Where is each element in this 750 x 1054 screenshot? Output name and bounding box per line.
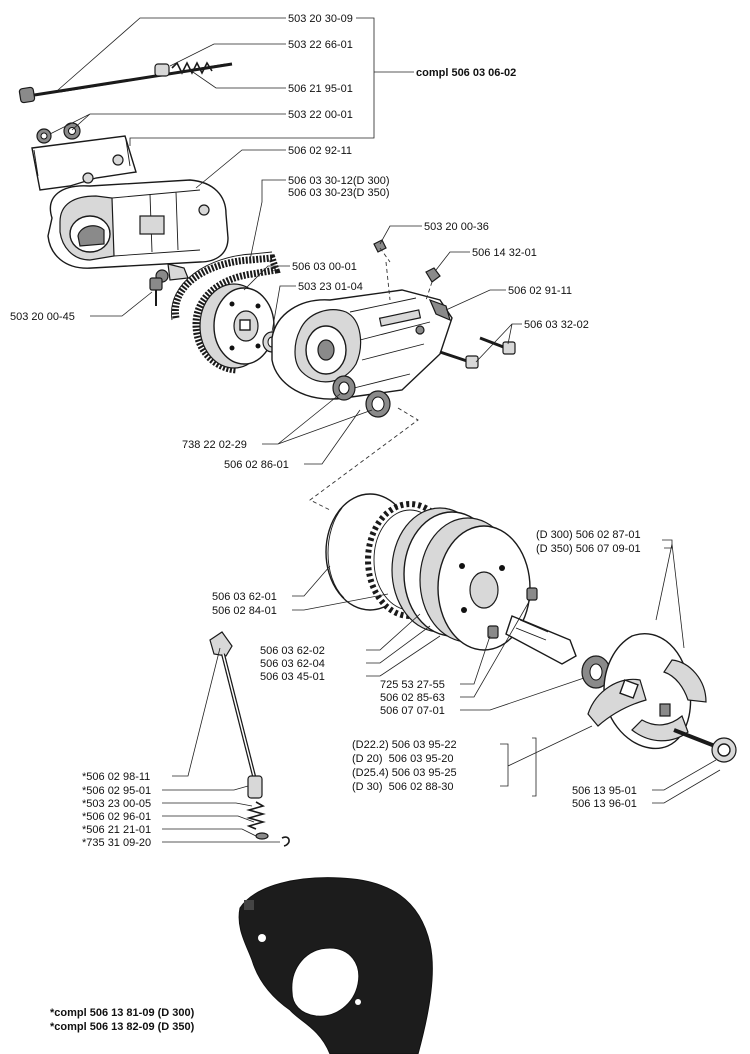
label-variant-3: (D25.4) 506 03 95-25 <box>352 767 457 779</box>
belt-cover <box>47 179 229 283</box>
label-housing: 506 02 91-11 <box>508 285 572 297</box>
label-variant-4: (D 30) 506 02 88-30 <box>352 781 454 793</box>
variant-bracket <box>532 737 537 797</box>
label-blade-bolt-2: 506 13 96-01 <box>572 798 637 810</box>
mounting-bracket <box>31 122 137 191</box>
label-compl-top: compl 506 03 06-02 <box>416 67 516 79</box>
drive-shaft <box>505 615 577 665</box>
label-blade-bolt-1: 506 13 95-01 <box>572 785 637 797</box>
blade-guard <box>238 877 433 1054</box>
label-spindle-1: *506 02 98-11 <box>82 771 150 783</box>
label-bearing: 738 22 02-29 <box>182 439 247 451</box>
label-spindle-6: *735 31 09-20 <box>82 837 151 849</box>
label-spindle-2: *506 02 95-01 <box>82 785 151 797</box>
long-bolt <box>18 62 233 104</box>
side-screw <box>149 277 163 306</box>
label-disc-2: 506 02 84-01 <box>212 605 277 617</box>
bearing-pair <box>332 375 391 418</box>
label-variant-1: (D22.2) 506 03 95-22 <box>352 739 457 751</box>
label-spindle-4: *506 02 96-01 <box>82 811 151 823</box>
assembly-guide-line <box>309 407 419 511</box>
label-sleeve: 506 21 95-01 <box>288 83 353 95</box>
label-screw-top: 506 14 32-01 <box>472 247 537 259</box>
label-spindle-5: *506 21 21-01 <box>82 824 151 836</box>
drive-housing <box>271 289 453 400</box>
drive-belt <box>171 251 281 374</box>
label-guard-d350: *compl 506 13 82-09 (D 350) <box>50 1021 195 1033</box>
drive-hub <box>199 283 275 369</box>
label-housing-bolts: 506 03 32-02 <box>524 319 589 331</box>
label-belt-300: 506 03 30-12(D 300) <box>288 175 390 187</box>
label-belt-350: 506 03 30-23(D 350) <box>288 187 390 199</box>
label-washer-top: 503 22 00-01 <box>288 109 353 121</box>
spring-sleeve <box>154 61 213 77</box>
label-disc-1: 506 03 62-01 <box>212 591 277 603</box>
pulley-bolts <box>487 587 538 639</box>
label-side-screw: 503 20 00-45 <box>10 311 75 323</box>
label-guard-d300: *compl 506 13 81-09 (D 300) <box>50 1007 195 1019</box>
label-pulley-2: 506 03 62-04 <box>260 658 325 670</box>
label-spindle-3: *503 23 00-05 <box>82 798 151 810</box>
part-labels: 503 20 30-09 503 22 66-01 506 21 95-01 5… <box>10 13 641 1033</box>
label-screw-36: 503 20 00-36 <box>424 221 489 233</box>
label-variant-2: (D 20) 506 03 95-20 <box>352 753 454 765</box>
housing-bolts <box>439 336 516 369</box>
label-hub: 506 03 00-01 <box>292 261 357 273</box>
label-spring: 503 22 66-01 <box>288 39 353 51</box>
label-pulley-3: 506 03 45-01 <box>260 671 325 683</box>
label-shaft-2: 506 02 85-63 <box>380 692 445 704</box>
label-cover: 506 02 92-11 <box>288 145 352 157</box>
leader-lines <box>49 17 721 843</box>
adjust-spindle <box>209 631 290 847</box>
label-spacer: 503 23 01-04 <box>298 281 363 293</box>
cutting-blade <box>587 633 707 750</box>
label-shaft-3: 506 07 07-01 <box>380 705 445 717</box>
label-bolt: 503 20 30-09 <box>288 13 353 25</box>
top-screw-pair <box>373 239 441 301</box>
blade-bolt <box>673 728 737 763</box>
label-blade-350: (D 350) 506 07 09-01 <box>536 543 641 555</box>
label-seal: 506 02 86-01 <box>224 459 289 471</box>
label-shaft-1: 725 53 27-55 <box>380 679 445 691</box>
label-blade-300: (D 300) 506 02 87-01 <box>536 529 641 541</box>
label-pulley-1: 506 03 62-02 <box>260 645 325 657</box>
v-pulley <box>391 507 531 651</box>
